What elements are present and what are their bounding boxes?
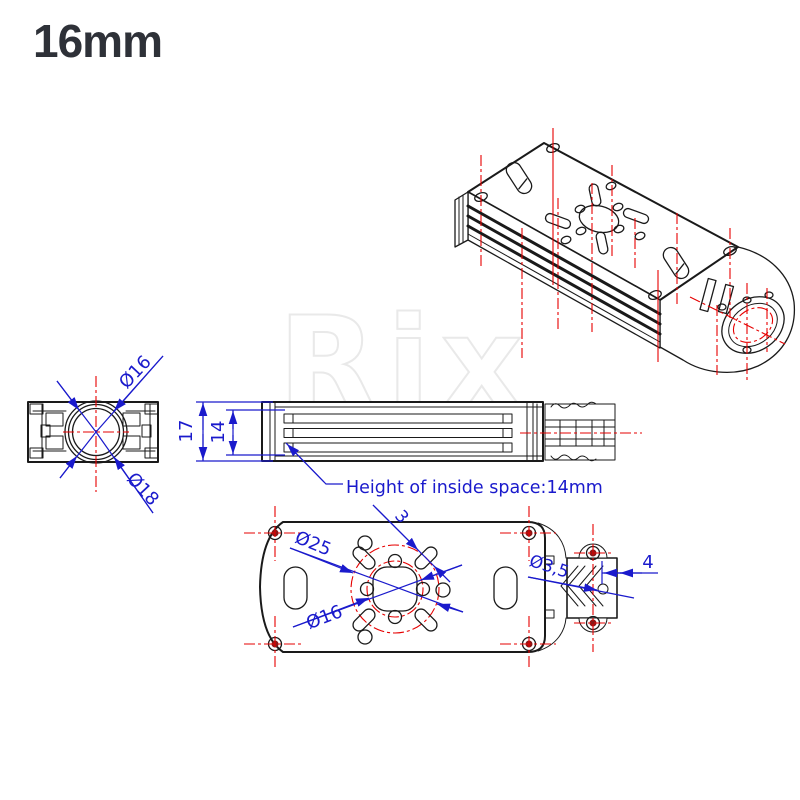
page-title: 16mm — [33, 15, 163, 67]
side-view-dim-lines — [196, 401, 343, 485]
side-view: 17 14 Height of inside space:14mm — [176, 401, 642, 498]
clamp-neck — [537, 522, 567, 652]
iso-motor-pattern — [544, 181, 650, 255]
iso-centerlines-solid — [552, 128, 659, 362]
end-view: Ø16 Ø18 — [27, 352, 164, 514]
iso-slats — [466, 204, 662, 336]
motor-mount-pattern — [350, 535, 451, 645]
side-view-clamp-end — [544, 401, 616, 462]
iso-obround-slots — [505, 161, 690, 280]
iso-end-face — [454, 191, 469, 248]
isometric-view — [454, 128, 796, 380]
bottom-view-dim-lines — [289, 504, 658, 628]
end-view-crosshair — [63, 376, 129, 492]
inside-space-note: Height of inside space:14mm — [346, 478, 603, 498]
end-view-dim-lines — [56, 355, 164, 514]
iso-end-face-lines — [458, 194, 464, 245]
dim-clamp-bore-label: Ø18 — [122, 469, 163, 510]
dim-hole-edge-label: 4 — [642, 552, 653, 573]
side-view-detail — [269, 401, 544, 462]
plate-centerlines — [244, 506, 613, 669]
pattern-slots — [352, 546, 438, 632]
iso-centerlines — [480, 155, 786, 380]
dim-inner-height-label: 14 — [208, 421, 229, 444]
bottom-view: Ø25 Ø16 3 Ø3,5 4 — [244, 504, 658, 669]
iso-slat-line — [467, 233, 661, 343]
plate-obround-slots — [283, 566, 518, 610]
iso-corner-holes — [474, 142, 737, 301]
dim-outer-height-label: 17 — [176, 420, 197, 443]
dim-tube-diameter-label: Ø16 — [115, 352, 156, 393]
end-view-detail — [29, 403, 159, 459]
